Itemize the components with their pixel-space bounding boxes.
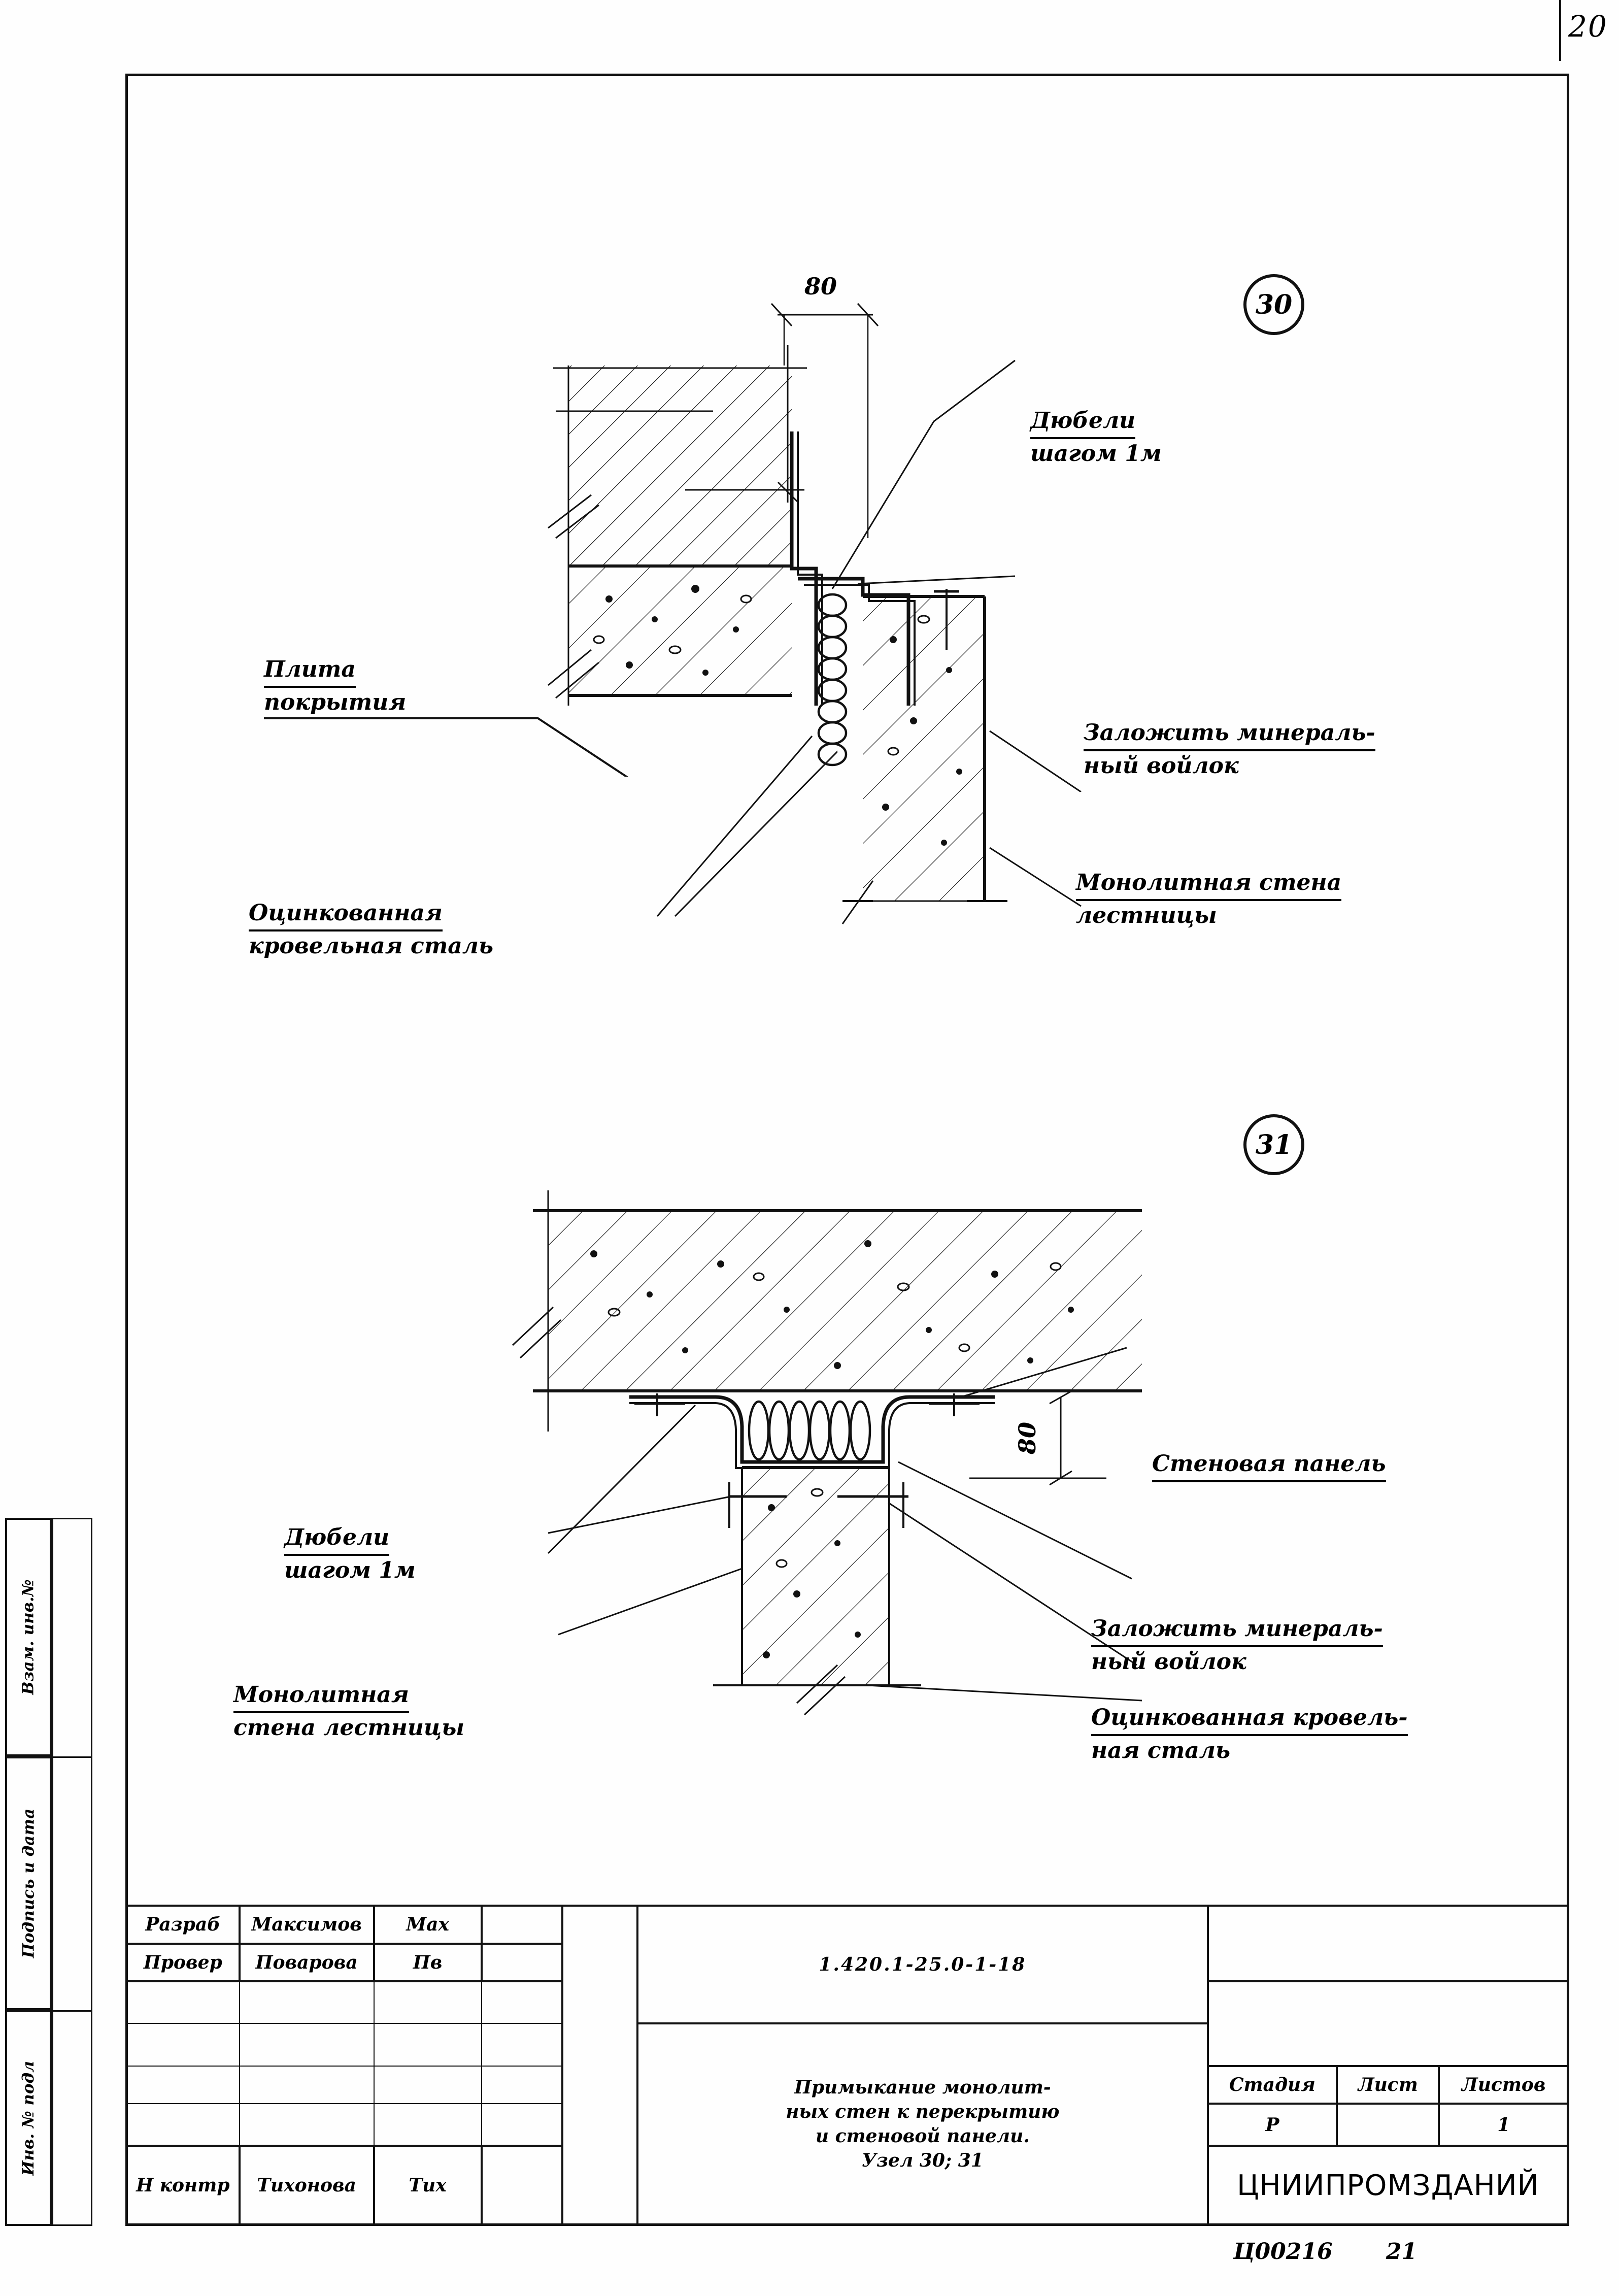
label-line-2: шагом 1м bbox=[1030, 441, 1162, 467]
organization-name: ЦНИИПРОМЗДАНИЙ bbox=[1237, 2169, 1539, 2202]
label-line-1: Дюбели bbox=[284, 1523, 390, 1556]
left-margin-divider-2 bbox=[52, 2010, 92, 2012]
detail-bubble-30: 30 bbox=[1243, 274, 1304, 335]
label-dyubeli-31: Дюбели шагом 1м bbox=[284, 1523, 416, 1585]
tb-name-3 bbox=[239, 2023, 375, 2067]
detail-31-drawing: 80 bbox=[512, 1190, 1142, 1716]
tb-date-0 bbox=[480, 1905, 563, 1945]
tb-date-2 bbox=[481, 1981, 563, 2024]
label-line-1: Оцинкованная bbox=[249, 899, 443, 932]
stage-header: Стадия bbox=[1206, 2065, 1338, 2105]
page-number-top: 20 bbox=[1568, 9, 1608, 44]
label-line-1: Оцинкованная кровель- bbox=[1091, 1703, 1408, 1737]
tb-signature-6: Тих bbox=[373, 2145, 483, 2226]
label-line-1: Стеновая панель bbox=[1152, 1449, 1386, 1483]
top-right-tick bbox=[1559, 0, 1561, 61]
tb-role-0: Разраб bbox=[125, 1905, 241, 1945]
sheet-value bbox=[1336, 2103, 1440, 2147]
tb-signature-3 bbox=[373, 2023, 482, 2067]
sheets-value: 1 bbox=[1438, 2103, 1569, 2147]
leader-plita-pokrytiya bbox=[264, 717, 629, 777]
label-mineral-felt-31: Заложить минераль- ный войлок bbox=[1091, 1614, 1383, 1677]
left-margin-divider-1 bbox=[52, 1756, 92, 1758]
tb-signature-5 bbox=[373, 2103, 482, 2147]
tb-name-6: Тихонова bbox=[238, 2145, 375, 2226]
tb-role-1: Провер bbox=[125, 1942, 241, 1983]
tb-date-6 bbox=[480, 2145, 563, 2226]
title-block: Разраб Максимов Мах 1.420.1-25.0-1-18 Пр… bbox=[125, 1904, 1570, 2226]
tb-extra-0 bbox=[561, 1905, 639, 2226]
detail-30-drawing: 80 bbox=[548, 273, 1016, 924]
label-line-1: Заложить минераль- bbox=[1091, 1614, 1383, 1648]
left-margin-cell-inv: Инв. № подл bbox=[5, 2010, 52, 2226]
label-line-2: ный войлок bbox=[1084, 753, 1239, 779]
left-margin-label-1: Подпись и дата bbox=[19, 1808, 38, 1958]
footer-page: 21 bbox=[1386, 2239, 1418, 2265]
tb-role-4 bbox=[126, 2065, 240, 2105]
organization-stamp: ЦНИИПРОМЗДАНИЙ bbox=[1206, 2145, 1570, 2226]
leader-galv-steel-30 bbox=[656, 736, 837, 917]
svg-text:80: 80 bbox=[804, 273, 837, 300]
leader-monolithic-wall-30 bbox=[989, 847, 1082, 907]
tb-signature-1: Пв bbox=[373, 1942, 483, 1983]
tb-name-0: Максимов bbox=[238, 1905, 375, 1945]
tb-name-1: Поварова bbox=[238, 1942, 375, 1983]
leader-mineral-felt-30 bbox=[989, 730, 1082, 792]
drawing-number: 1.420.1-25.0-1-18 bbox=[636, 1904, 1209, 2025]
label-line-1: Монолитная bbox=[233, 1680, 409, 1714]
left-margin-secondary-column bbox=[52, 1518, 92, 2226]
label-line-2: шагом 1м bbox=[284, 1557, 416, 1584]
label-line-2: кровельная сталь bbox=[249, 933, 494, 959]
tb-role-5 bbox=[126, 2103, 240, 2147]
left-margin-label-0: Взам. инв.№ bbox=[19, 1579, 38, 1695]
detail-bubble-31: 31 bbox=[1243, 1114, 1304, 1175]
label-dyubeli-30: Дюбели шагом 1м bbox=[1030, 406, 1162, 469]
tb-role-6: Н контр bbox=[125, 2145, 241, 2226]
label-line-2: ный войлок bbox=[1091, 1649, 1246, 1675]
label-line-2: лестницы bbox=[1076, 903, 1217, 929]
label-monolithic-wall-31: Монолитная стена лестницы bbox=[233, 1680, 464, 1743]
tb-date-3 bbox=[481, 2023, 563, 2067]
tb-spacer-top bbox=[1206, 1904, 1570, 1983]
label-monolithic-wall-30: Монолитная стена лестницы bbox=[1076, 868, 1342, 930]
drawing-title: Примыкание монолит- ных стен к перекрыти… bbox=[636, 2022, 1209, 2226]
label-stenovaya-panel-31: Стеновая панель bbox=[1152, 1449, 1386, 1483]
label-line-2: ная сталь bbox=[1091, 1738, 1231, 1764]
label-galv-steel-30: Оцинкованная кровельная сталь bbox=[249, 899, 493, 961]
label-line-1: Плита bbox=[264, 655, 356, 688]
label-line-1: Монолитная стена bbox=[1076, 868, 1342, 902]
drawing-title-line-2: и стеновой панели. bbox=[815, 2125, 1030, 2147]
tb-spacer-mid bbox=[1206, 1980, 1570, 2067]
tb-date-4 bbox=[481, 2065, 563, 2105]
left-margin-cell-vzam: Взам. инв.№ bbox=[5, 1518, 52, 1756]
tb-role-2 bbox=[126, 1981, 240, 2024]
label-line-2: стена лестницы bbox=[233, 1715, 464, 1741]
tb-date-5 bbox=[481, 2103, 563, 2147]
drawing-title-line-3: Узел 30; 31 bbox=[861, 2149, 984, 2171]
tb-signature-0: Мах bbox=[373, 1905, 483, 1945]
drawing-title-line-0: Примыкание монолит- bbox=[794, 2076, 1051, 2098]
tb-name-5 bbox=[239, 2103, 375, 2147]
label-mineral-felt-30: Заложить минераль- ный войлок bbox=[1084, 718, 1375, 781]
label-galv-steel-31: Оцинкованная кровель- ная сталь bbox=[1091, 1703, 1408, 1766]
tb-role-3 bbox=[126, 2023, 240, 2067]
drawing-title-line-1: ных стен к перекрытию bbox=[786, 2101, 1060, 2122]
tb-signature-4 bbox=[373, 2065, 482, 2105]
left-margin-cell-podpis: Подпись и дата bbox=[5, 1756, 52, 2010]
label-line-1: Дюбели bbox=[1030, 406, 1136, 440]
label-line-1: Заложить минераль- bbox=[1084, 718, 1375, 752]
sheets-header: Листов bbox=[1438, 2065, 1569, 2105]
sheet-footer: Ц00216 21 bbox=[1233, 2239, 1463, 2265]
svg-text:80: 80 bbox=[1014, 1422, 1041, 1455]
tb-date-1 bbox=[480, 1942, 563, 1983]
left-margin-label-2: Инв. № подл bbox=[19, 2060, 38, 2176]
stage-value: Р bbox=[1206, 2103, 1338, 2147]
tb-name-4 bbox=[239, 2065, 375, 2105]
label-line-2: покрытия bbox=[264, 689, 407, 716]
sheet-header: Лист bbox=[1336, 2065, 1440, 2105]
footer-code: Ц00216 bbox=[1233, 2239, 1333, 2265]
tb-signature-2 bbox=[373, 1981, 482, 2024]
label-plita-pokrytiya: Плита покрытия bbox=[264, 655, 406, 717]
tb-name-2 bbox=[239, 1981, 375, 2024]
